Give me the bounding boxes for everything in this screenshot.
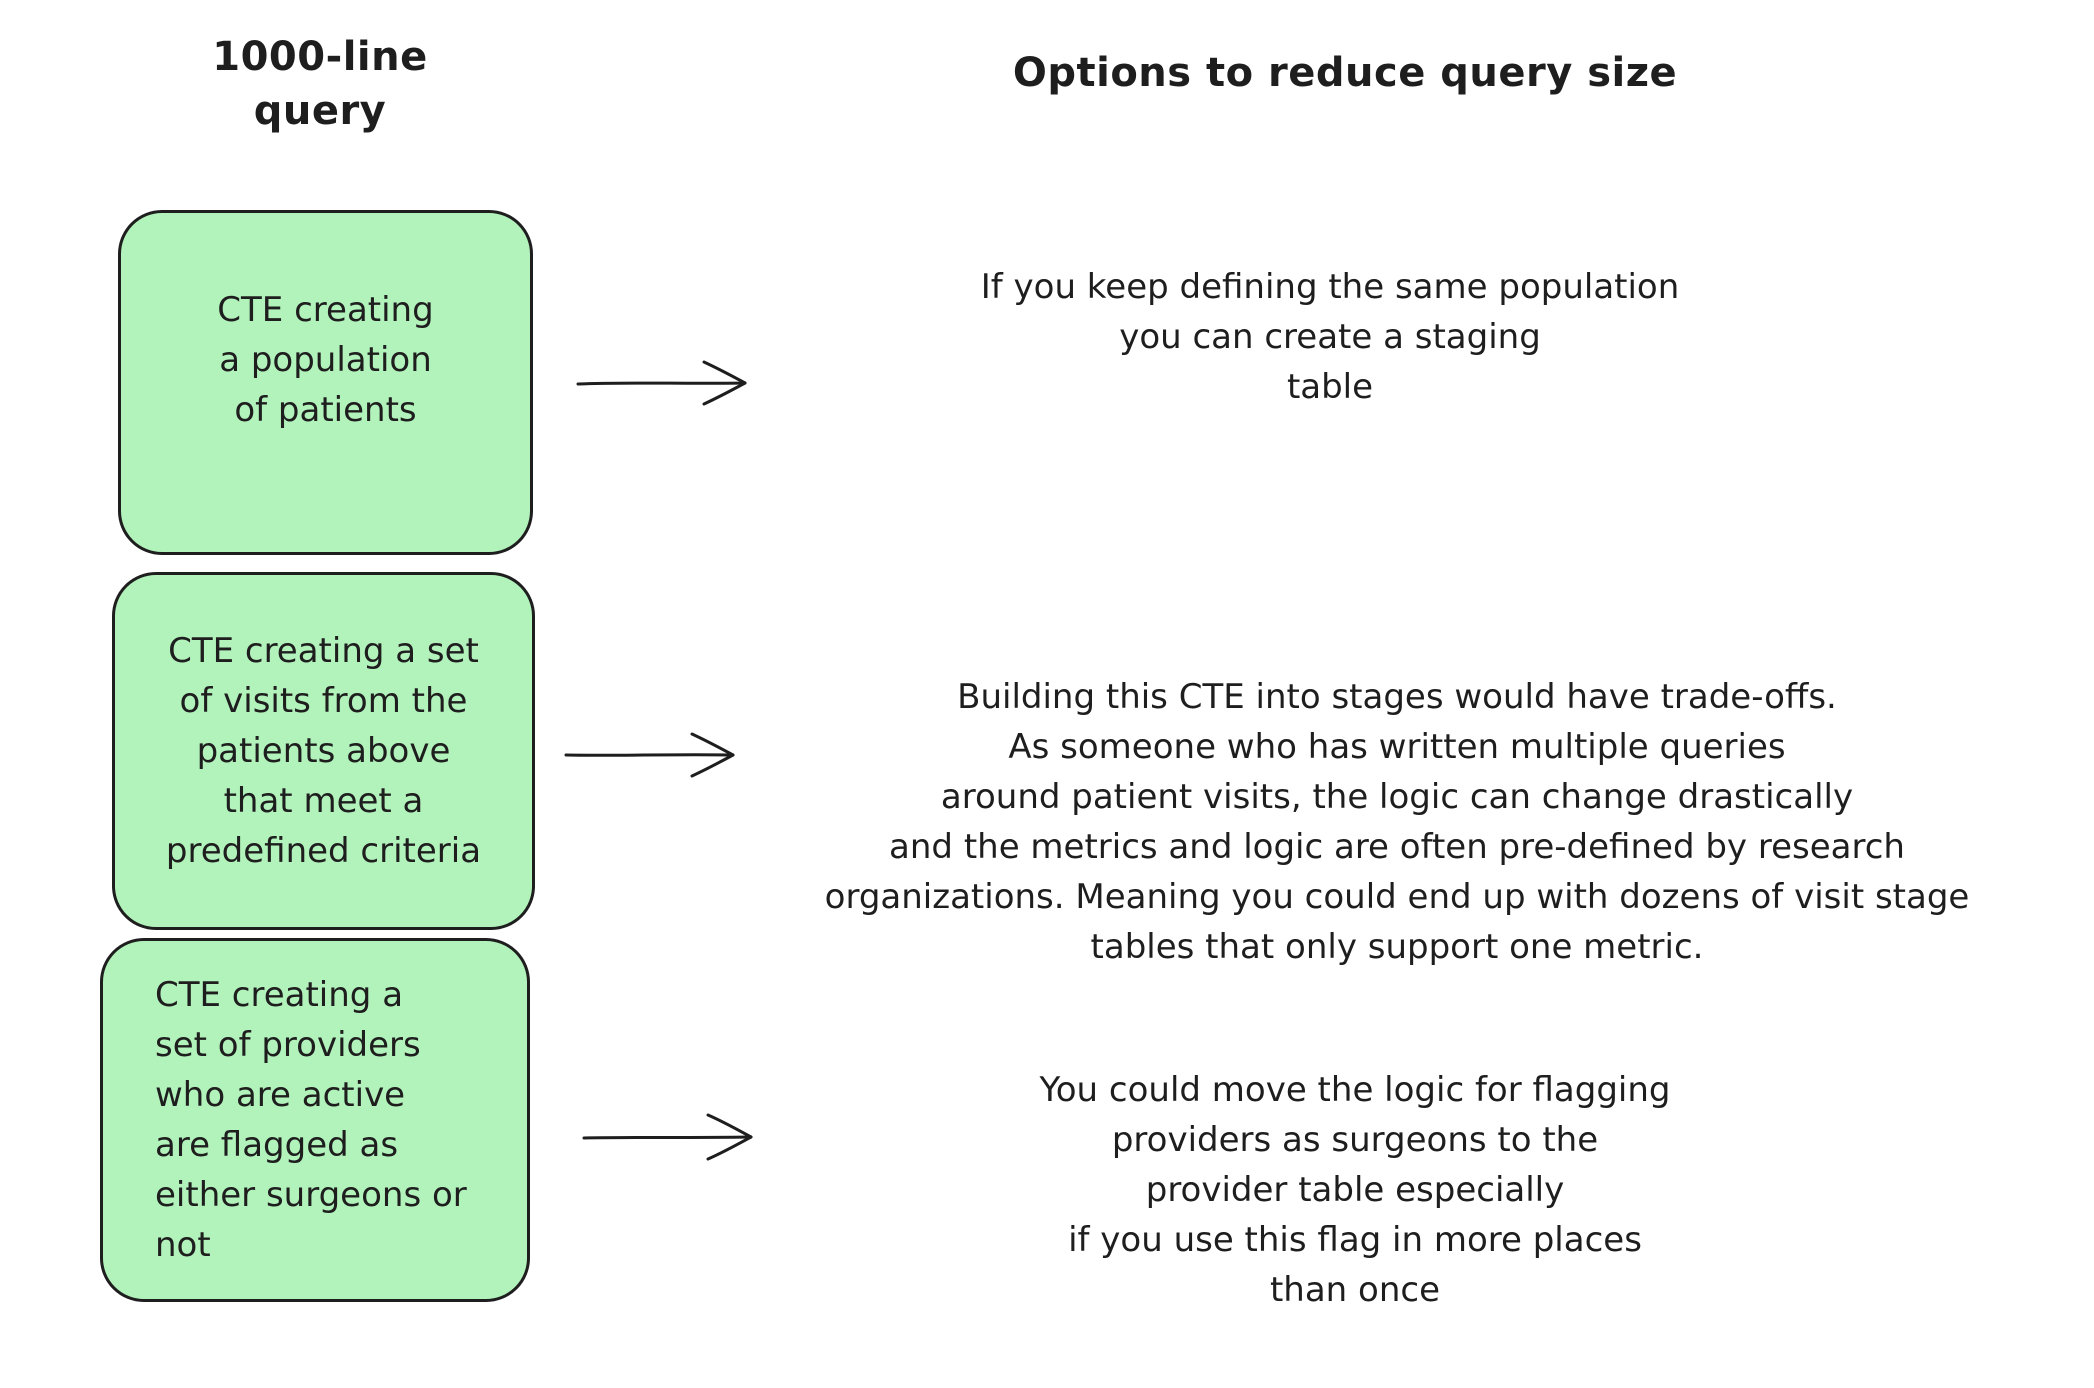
note-staging-table: If you keep defining the same population… [980, 267, 1680, 407]
cte-box-visits: CTE creating a set of visits from the pa… [112, 572, 535, 930]
cte-box-providers: CTE creating a set of providers who are … [100, 938, 530, 1302]
right-arrow-icon [574, 351, 759, 415]
right-arrow-icon [562, 723, 747, 787]
right-column-title: Options to reduce query size [1012, 50, 1678, 96]
cte-box-population: CTE creating a population of patients [118, 210, 533, 555]
right-arrow-icon [580, 1105, 765, 1169]
cte-box-population-label: CTE creating a population of patients [217, 289, 434, 430]
cte-box-providers-label: CTE creating a set of providers who are … [155, 975, 467, 1265]
note-trade-offs: Building this CTE into stages would have… [824, 677, 1970, 967]
cte-box-visits-label: CTE creating a set of visits from the pa… [165, 631, 482, 871]
note-provider-flag: You could move the logic for flagging pr… [1039, 1070, 1671, 1310]
left-column-title: 1000-line query [212, 34, 428, 134]
